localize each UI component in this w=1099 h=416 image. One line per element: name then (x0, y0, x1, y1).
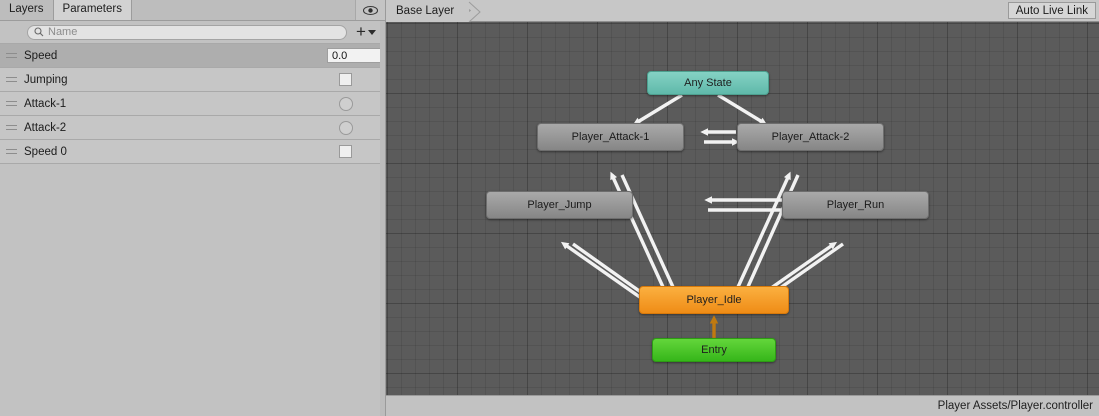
panel-tabbar: Layers Parameters (0, 0, 385, 21)
parameter-list-empty-area (0, 164, 385, 416)
breadcrumb-label: Base Layer (396, 4, 455, 17)
tab-layers-label: Layers (9, 3, 44, 16)
parameter-value-checkbox[interactable] (339, 73, 352, 86)
drag-handle-icon[interactable] (6, 124, 17, 132)
search-placeholder: Name (48, 26, 78, 38)
parameter-name: Speed (24, 49, 58, 62)
parameter-value-trigger[interactable] (339, 96, 353, 111)
drag-handle-icon[interactable] (6, 76, 17, 84)
state-node-any-state[interactable]: Any State (647, 71, 769, 95)
tab-layers[interactable]: Layers (0, 0, 54, 20)
search-icon (34, 27, 44, 37)
eye-icon[interactable] (355, 0, 385, 20)
status-bar: Player Assets/Player.controller (386, 395, 1099, 416)
tab-parameters[interactable]: Parameters (53, 0, 132, 20)
controller-path-label: Player Assets/Player.controller (937, 400, 1093, 412)
animator-graph-panel: Base Layer Auto Live Link (386, 0, 1099, 416)
drag-handle-icon[interactable] (6, 52, 17, 60)
state-node-label: Player_Jump (527, 199, 592, 211)
drag-handle-icon[interactable] (6, 100, 17, 108)
parameter-value-float[interactable]: 0.0 (327, 48, 381, 63)
tabbar-spacer (131, 0, 355, 20)
state-node-player-attack-1[interactable]: Player_Attack-1 (537, 123, 684, 151)
plus-icon: + (356, 22, 366, 41)
breadcrumb: Base Layer Auto Live Link (386, 0, 1099, 22)
state-node-player-run[interactable]: Player_Run (782, 191, 929, 219)
state-node-player-idle[interactable]: Player_Idle (639, 286, 789, 314)
auto-live-link-button[interactable]: Auto Live Link (1007, 2, 1096, 19)
state-node-label: Player_Idle (686, 294, 742, 306)
parameter-row-attack-1[interactable]: Attack-1 (0, 92, 385, 116)
parameter-name: Jumping (24, 73, 68, 86)
parameter-search-row: Name + (0, 21, 385, 44)
parameters-scrollbar[interactable] (380, 21, 385, 416)
parameter-row-speed[interactable]: Speed 0.0 (0, 44, 385, 68)
breadcrumb-item-base-layer[interactable]: Base Layer (386, 0, 471, 22)
state-node-label: Any State (684, 77, 732, 89)
parameter-value-checkbox[interactable] (339, 145, 352, 158)
parameter-name: Speed 0 (24, 145, 67, 158)
add-parameter-button[interactable]: + (351, 22, 381, 41)
parameter-value-trigger[interactable] (339, 120, 353, 135)
state-node-label: Entry (701, 344, 727, 356)
state-node-label: Player_Attack-2 (771, 131, 850, 143)
state-node-player-attack-2[interactable]: Player_Attack-2 (737, 123, 884, 151)
search-input[interactable]: Name (27, 24, 347, 40)
parameter-row-attack-2[interactable]: Attack-2 (0, 116, 385, 140)
state-node-label: Player_Attack-1 (571, 131, 650, 143)
parameter-name: Attack-2 (24, 121, 67, 134)
parameter-list: Speed 0.0 Jumping Attack-1 Attack-2 S (0, 44, 385, 164)
parameter-name: Attack-1 (24, 97, 67, 110)
tab-parameters-label: Parameters (62, 3, 122, 16)
parameter-row-jumping[interactable]: Jumping (0, 68, 385, 92)
parameter-row-speed-0[interactable]: Speed 0 (0, 140, 385, 164)
auto-live-link-label: Auto Live Link (1015, 4, 1088, 17)
parameters-panel: Layers Parameters Name (0, 0, 386, 416)
state-node-player-jump[interactable]: Player_Jump (486, 191, 633, 219)
state-node-label: Player_Run (826, 199, 885, 211)
drag-handle-icon[interactable] (6, 148, 17, 156)
breadcrumb-chevron-icon (468, 1, 482, 22)
chevron-down-icon (367, 29, 376, 35)
state-machine-canvas[interactable]: Any State Player_Attack-1 Player_Attack-… (386, 22, 1099, 395)
state-node-entry[interactable]: Entry (652, 338, 776, 362)
